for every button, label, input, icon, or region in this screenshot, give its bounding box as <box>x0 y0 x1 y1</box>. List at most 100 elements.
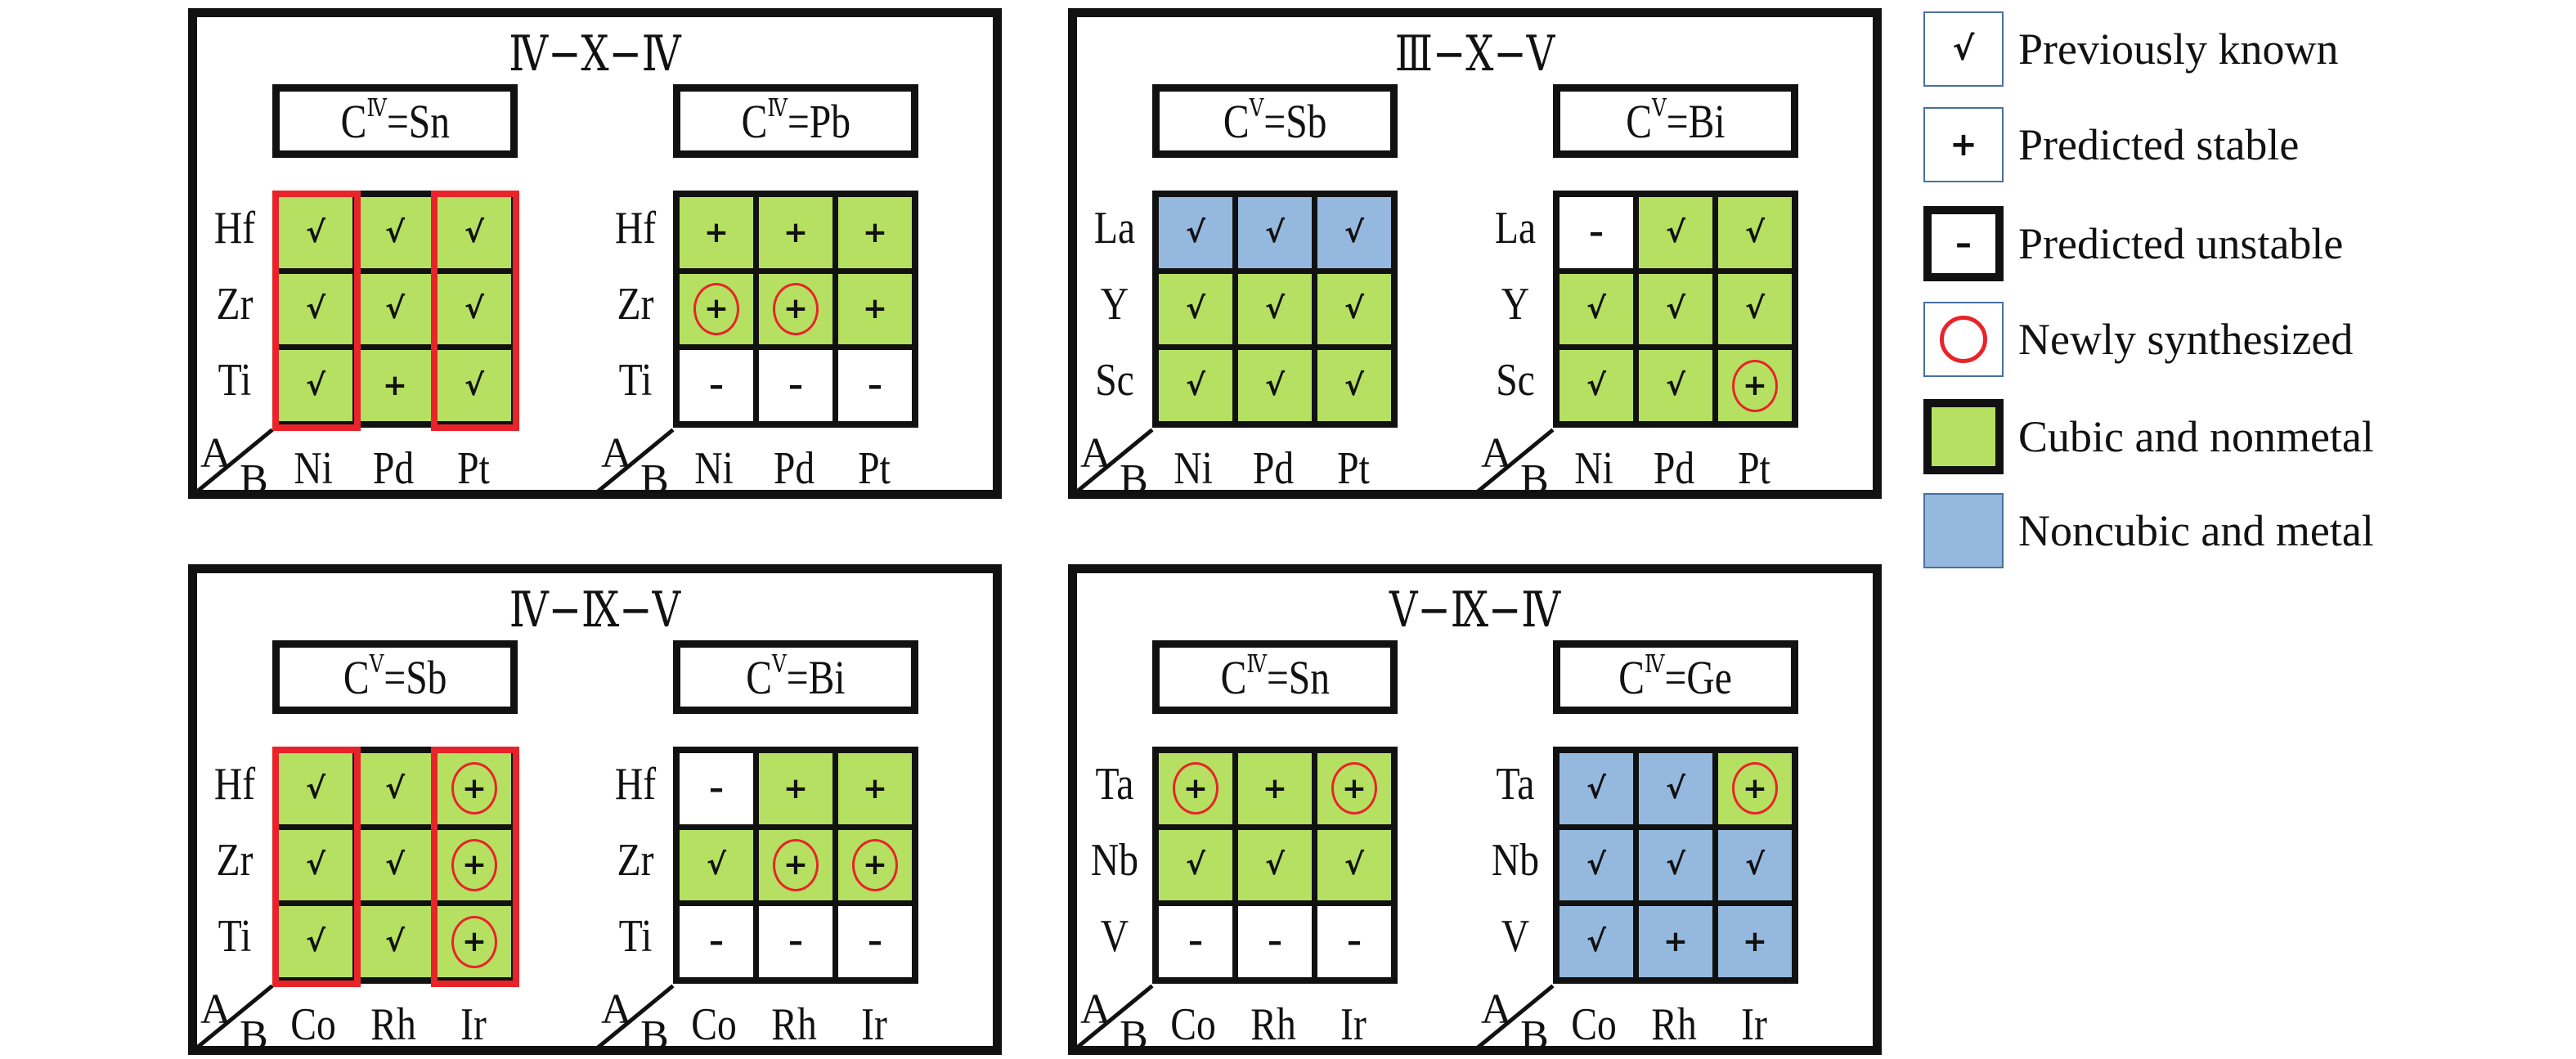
column-axis-label: B <box>1120 456 1148 503</box>
label-base: C <box>1223 94 1250 148</box>
legend-item: Cubic and nonmetal <box>1923 399 2374 474</box>
grid-cell: √ <box>1560 829 1633 901</box>
stability-grid: √√√√√√√+√ <box>272 191 518 428</box>
cell-symbol: √ <box>1264 369 1285 403</box>
row-axis-label: A <box>1080 986 1111 1033</box>
compound-label-box: CⅣ=Sn <box>1152 640 1398 714</box>
grid-cell: √ <box>1159 273 1232 345</box>
column-label: Ni <box>294 443 333 494</box>
column-label: Co <box>691 999 737 1050</box>
cell-symbol: √ <box>1586 925 1606 959</box>
grid-cell: + <box>1718 350 1792 421</box>
column-label: Rh <box>771 999 817 1050</box>
grid-cell: √ <box>1718 829 1792 901</box>
grid-cell: + <box>838 753 912 824</box>
legend-swatch <box>1923 302 2004 377</box>
column-label: Rh <box>1651 999 1697 1050</box>
grid-cell: + <box>759 197 832 268</box>
compound-label: CⅣ=Pb <box>741 94 850 149</box>
grid-cell: + <box>1718 753 1792 824</box>
grid-cell: + <box>759 273 832 345</box>
column-label: Pt <box>1337 443 1370 494</box>
row-axis-label: A <box>601 430 632 477</box>
cell-symbol: – <box>1589 215 1604 249</box>
grid-cell: – <box>838 350 912 421</box>
column-label: Rh <box>1250 999 1296 1050</box>
compound-label-box: CⅤ=Sb <box>1152 84 1398 158</box>
grid-cell: √ <box>358 753 432 824</box>
red-circle-icon <box>1940 316 1987 363</box>
label-base: C <box>1626 94 1653 148</box>
cell-symbol: √ <box>464 215 484 249</box>
cell-symbol: – <box>1188 925 1203 959</box>
grid-cell: √ <box>1317 829 1391 901</box>
grid-cell: + <box>838 273 912 345</box>
cell-symbol: √ <box>1185 292 1205 326</box>
cell-symbol: √ <box>1185 848 1205 882</box>
label-element: =Bi <box>786 650 846 704</box>
grid-cell: √ <box>1159 350 1232 421</box>
cell-symbol: + <box>1742 925 1768 959</box>
row-label: Zr <box>216 835 254 886</box>
row-label: La <box>1093 203 1136 254</box>
legend-label: Newly synthesized <box>2018 315 2354 364</box>
newly-synthesized-circle-icon <box>773 282 819 335</box>
label-element: =Sn <box>386 94 450 148</box>
legend-swatch: √ <box>1923 11 2004 87</box>
label-base: C <box>1220 650 1247 704</box>
stability-grid: –++√++––– <box>673 747 918 984</box>
cell-symbol: + <box>783 215 809 249</box>
newly-synthesized-circle-icon <box>451 915 497 968</box>
column-label: Ir <box>861 999 887 1050</box>
cell-symbol: √ <box>1185 369 1205 403</box>
cell-symbol: √ <box>1344 292 1364 326</box>
row-axis-label: A <box>1481 430 1512 477</box>
grid-cell: √ <box>1317 273 1391 345</box>
cell-symbol: √ <box>1665 369 1685 403</box>
row-label: Hf <box>614 759 657 810</box>
column-axis-label: B <box>240 456 268 503</box>
grid-cell: √ <box>438 273 511 345</box>
row-label: Y <box>1501 279 1530 330</box>
row-label: V <box>1501 911 1530 962</box>
cell-symbol: + <box>1663 925 1689 959</box>
label-element: =Ge <box>1665 650 1733 704</box>
column-label: Pt <box>858 443 891 494</box>
column-label: Co <box>1170 999 1216 1050</box>
compound-label-box: CⅣ=Pb <box>673 84 918 158</box>
row-axis-label: A <box>1080 430 1111 477</box>
label-base: C <box>343 650 370 704</box>
cell-symbol: √ <box>1586 369 1606 403</box>
label-element: =Sn <box>1266 650 1330 704</box>
row-label: Ti <box>218 911 252 962</box>
cell-symbol: √ <box>1344 848 1364 882</box>
grid-cell: – <box>680 906 753 977</box>
grid-cell: + <box>759 753 832 824</box>
cell-symbol: – <box>709 771 724 805</box>
row-label: Ta <box>1496 759 1535 810</box>
grid-cell: √ <box>1238 197 1312 268</box>
cell-symbol: √ <box>464 369 484 403</box>
legend-item: +Predicted stable <box>1923 107 2299 182</box>
grid-cell: √ <box>1560 906 1633 977</box>
column-label: Ni <box>1174 443 1213 494</box>
grid-cell: √ <box>1238 350 1312 421</box>
grid-cell: √ <box>1317 350 1391 421</box>
newly-synthesized-circle-icon <box>1732 359 1778 412</box>
row-label: Hf <box>213 203 256 254</box>
column-label: Rh <box>370 999 416 1050</box>
grid-cell: √ <box>279 906 352 977</box>
column-label: Ni <box>694 443 734 494</box>
grid-cell: – <box>1238 906 1312 977</box>
cell-symbol: √ <box>305 292 325 326</box>
cell-symbol: √ <box>464 292 484 326</box>
stability-grid: –√√√√√√√+ <box>1553 191 1798 428</box>
grid-cell: √ <box>1560 350 1633 421</box>
legend-symbol: + <box>1950 126 1977 164</box>
stability-grid: √√√√√√√√√ <box>1152 191 1398 428</box>
column-label: Pd <box>773 443 815 494</box>
compound-label-box: CⅤ=Bi <box>1553 84 1798 158</box>
compound-label-box: CⅣ=Sn <box>272 84 518 158</box>
newly-synthesized-circle-icon <box>693 282 739 335</box>
